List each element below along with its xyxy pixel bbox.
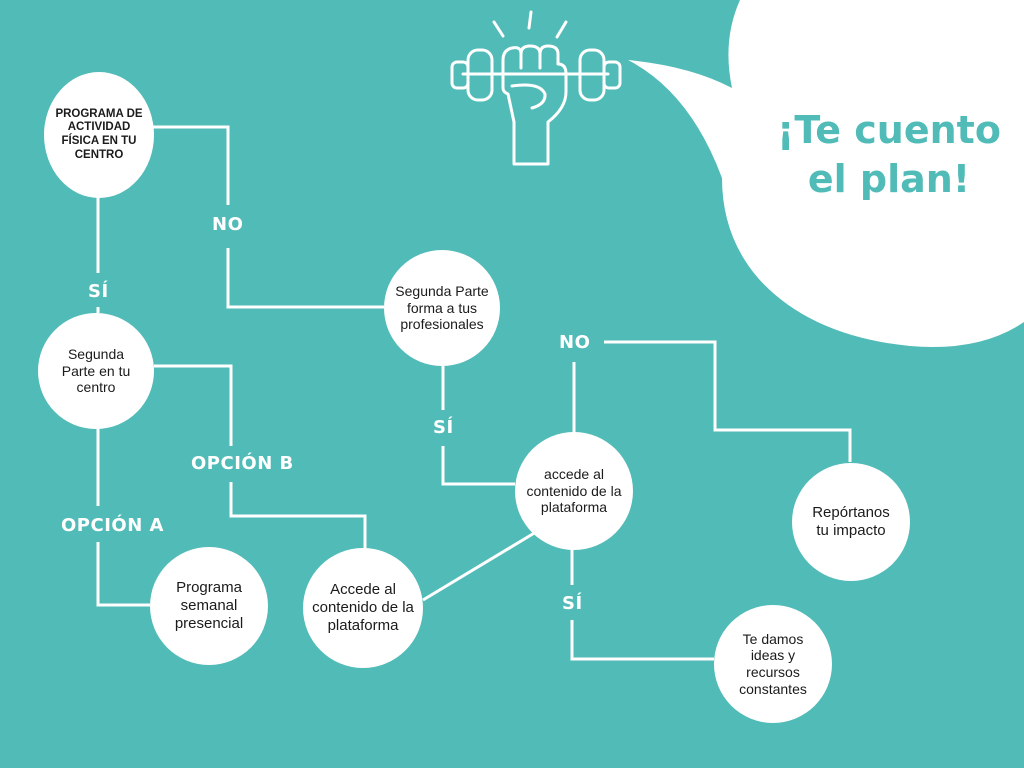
node-te-damos-ideas: Te damos ideas y recursos constantes [714,605,832,723]
page-title: ¡Te cuento el plan! [777,108,1001,202]
node-reportanos: Repórtanos tu impacto [792,463,910,581]
node-segunda-centro-label: Segunda Parte en tu centro [61,346,131,396]
node-accede-plataforma-label: accede al contenido de la plataforma [526,466,622,516]
edge-label-opcion-a: OPCIÓN A [61,515,164,536]
line-si-ideas [570,620,714,661]
line-opcionb-accede [229,482,367,550]
line-no-profesionales [226,248,384,309]
node-accede-plataforma: accede al contenido de la plataforma [515,432,633,550]
line-opciona-semanal [96,542,150,607]
node-ideas-label: Te damos ideas y recursos constantes [739,630,807,697]
edge-label-no: NO [212,214,244,235]
node-programa-label: PROGRAMA DE ACTIVIDAD FÍSICA EN TU CENTR… [55,107,143,161]
node-reportanos-label: Repórtanos tu impacto [812,504,890,539]
line-centro-opcionb [154,364,233,446]
edge-label-opcion-b: OPCIÓN B [191,453,294,474]
node-programa-semanal-label: Programa semanal presencial [174,579,244,632]
line-no-reportanos [604,340,852,462]
node-accede-contenido: Accede al contenido de la plataforma [303,548,423,668]
node-accede-contenido-label: Accede al contenido de la plataforma [312,581,414,634]
node-programa-semanal: Programa semanal presencial [150,547,268,665]
node-programa-actividad: PROGRAMA DE ACTIVIDAD FÍSICA EN TU CENTR… [44,72,154,198]
edge-label-si: SÍ [88,281,109,302]
edge-label-no: NO [559,332,591,353]
node-profesionales-label: Segunda Parte forma a tus profesionales [395,283,489,333]
edge-label-si: SÍ [562,593,583,614]
node-segunda-parte-profesionales: Segunda Parte forma a tus profesionales [384,250,500,366]
node-segunda-parte-centro: Segunda Parte en tu centro [38,313,154,429]
line-contenido-plataforma [422,530,537,602]
line-si-plataforma [441,446,515,486]
edge-label-si: SÍ [433,417,454,438]
line-programa-no [152,125,230,205]
